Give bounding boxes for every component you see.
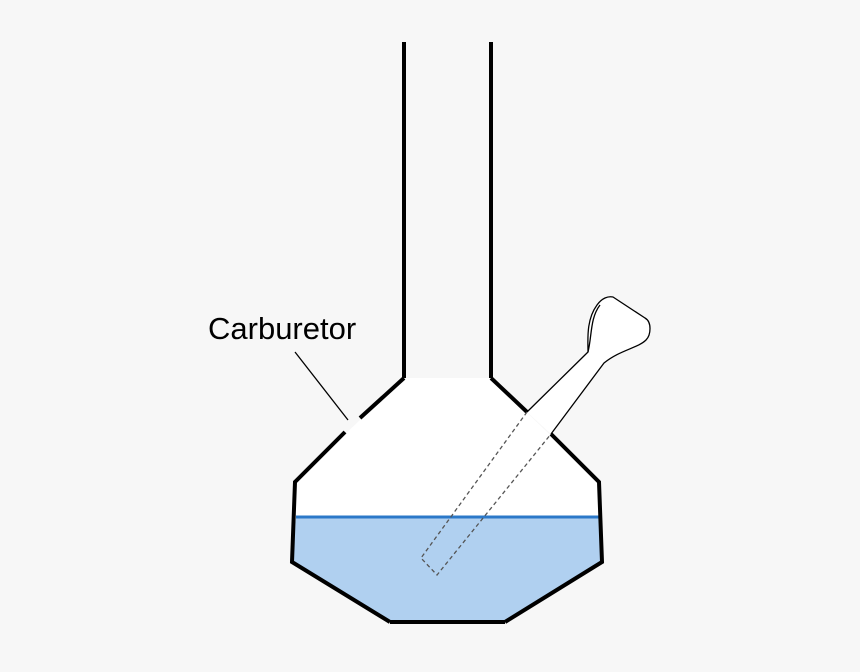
left-shoulder-upper [358, 376, 406, 420]
downstem-icon [526, 296, 651, 435]
carburetor-label: Carburetor [208, 311, 357, 346]
water-fill [292, 517, 602, 622]
left-shoulder-lower [289, 430, 392, 624]
right-shoulder-upper [489, 376, 529, 414]
right-side-lower [503, 432, 605, 624]
carburetor-leader-line [294, 351, 349, 421]
downstem-inner-dashed [420, 411, 552, 576]
bowl-icon [587, 304, 601, 353]
